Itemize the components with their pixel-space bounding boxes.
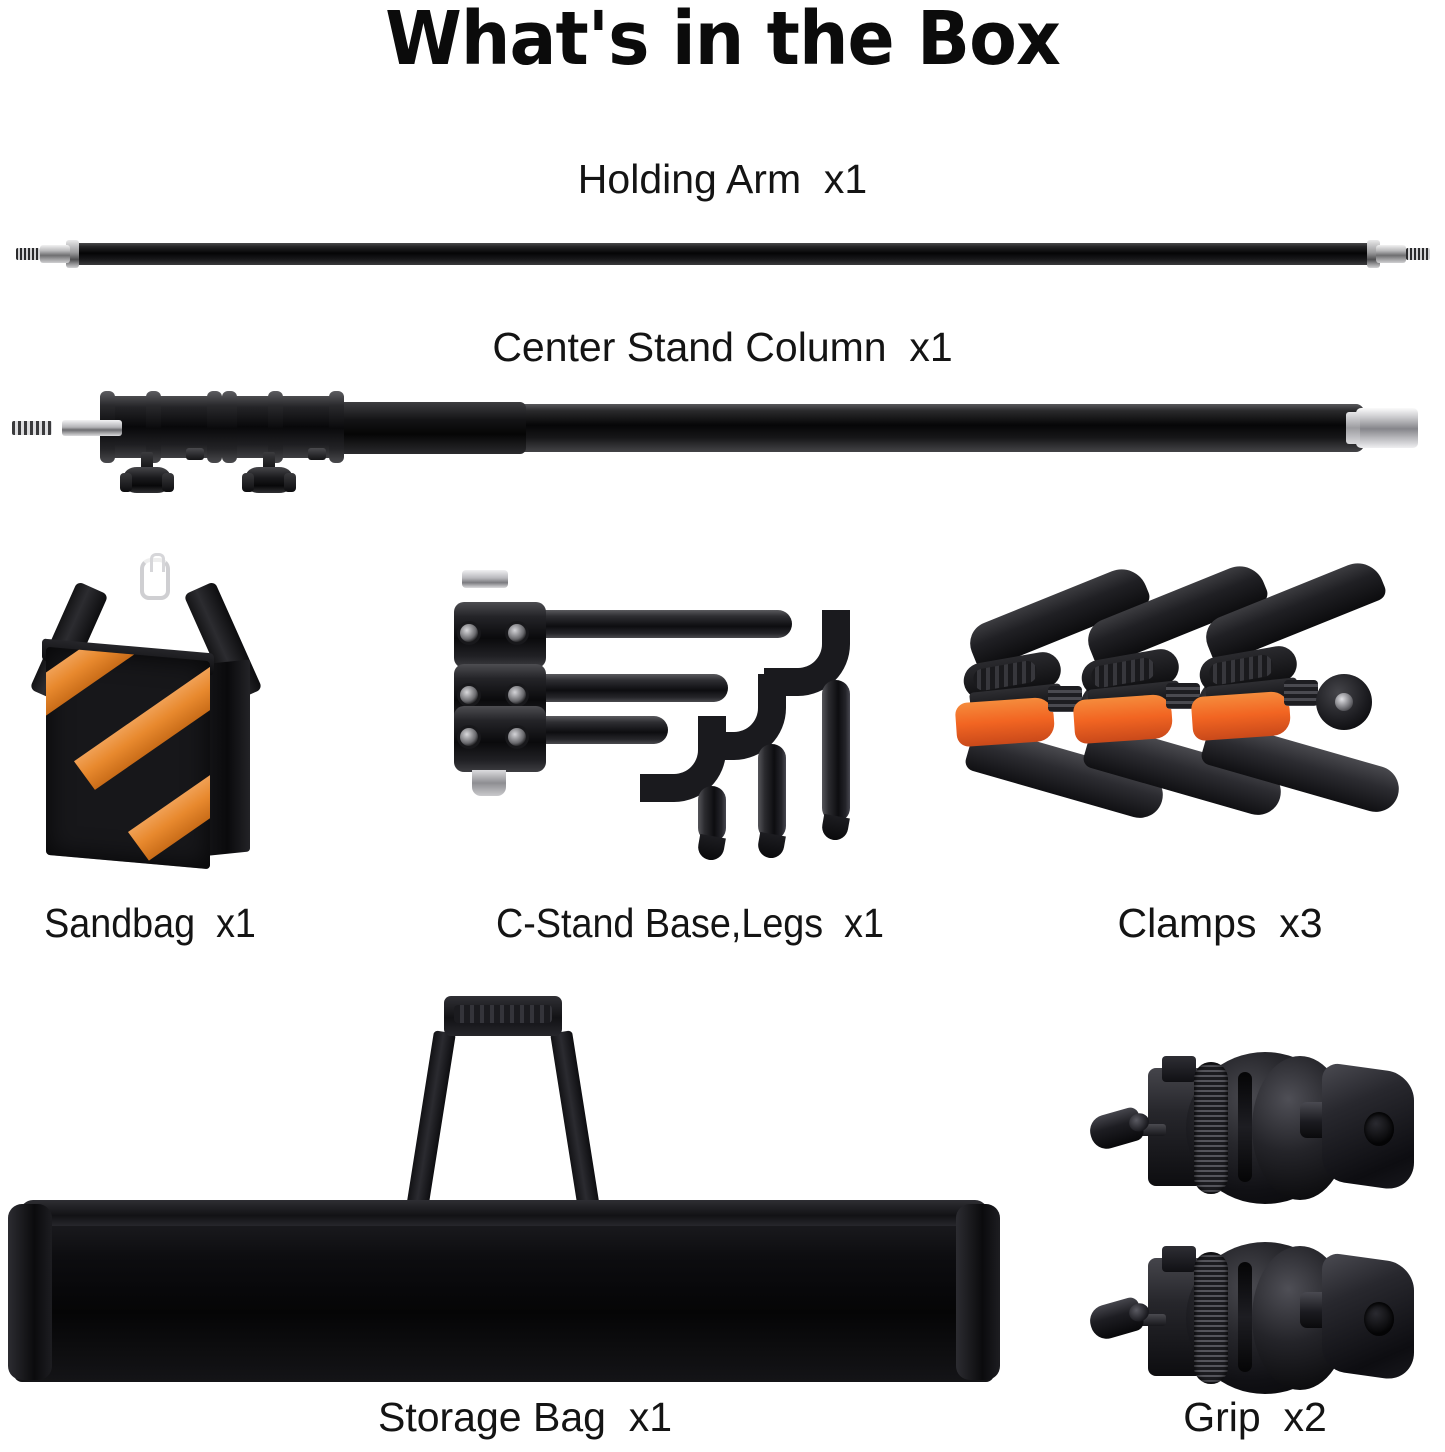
center-stand-column-icon — [6, 391, 1438, 502]
clamp-orange-pad — [954, 696, 1056, 748]
knob-shaft — [263, 452, 275, 470]
storage-bag-label: Storage Bag x1 — [377, 1394, 673, 1440]
grip-socket-top — [1162, 1246, 1196, 1272]
c-stand-hub-1 — [454, 602, 546, 668]
collar-ring — [146, 391, 161, 463]
grip-socket-top — [1162, 1056, 1196, 1082]
sandbag-label: Sandbag x1 — [44, 900, 256, 946]
sandbag-body — [46, 646, 210, 870]
grip-arm-hole — [1364, 1112, 1394, 1146]
collar-ring — [268, 391, 283, 463]
clamp-pivot — [1316, 674, 1372, 730]
column-collar-block-2 — [222, 391, 344, 493]
column-chrome-tip — [1346, 408, 1418, 448]
grip-knurled-ring — [1194, 1062, 1228, 1194]
hub-bolt — [508, 624, 526, 642]
c-stand-hub-3 — [454, 706, 546, 772]
holding-arm-label: Holding Arm x1 — [577, 156, 868, 202]
grip-arm — [1322, 1061, 1414, 1193]
knob-shaft — [141, 452, 153, 470]
collar-ring — [222, 391, 237, 463]
hub-bolt — [460, 686, 478, 704]
column-stem — [62, 420, 122, 436]
holding-arm-icon — [14, 232, 1432, 276]
bag-end-cap-left — [8, 1204, 52, 1380]
grip-head-icon-1 — [1086, 1046, 1416, 1216]
grip-arm — [1322, 1251, 1414, 1383]
bag-end-cap-right — [956, 1204, 1000, 1380]
grip-t-knob — [1086, 1105, 1166, 1154]
hub-bolt — [460, 728, 478, 746]
sandbag-icon — [24, 553, 274, 876]
page-title: What's in the Box — [385, 0, 1061, 82]
column-t-knob-1 — [120, 452, 174, 498]
knob-wing — [1086, 1105, 1146, 1153]
grip-head-icon-2 — [1086, 1236, 1416, 1406]
collar-mini-bolt — [308, 448, 326, 460]
clamp-orange-pad — [1072, 693, 1174, 745]
bag-body — [14, 1208, 994, 1382]
spring-clamp-icon — [954, 555, 1414, 850]
holding-arm-thread-left — [16, 248, 40, 260]
clamp-orange-pad — [1190, 690, 1292, 742]
holding-arm-stud-right — [1376, 245, 1406, 263]
clamps-label: Clamps x3 — [1117, 900, 1323, 946]
spring-clamp-3 — [1190, 555, 1428, 844]
grip-slot — [1238, 1262, 1252, 1372]
center-stand-column-label: Center Stand Column x1 — [492, 324, 953, 370]
holding-arm-stud-left — [40, 245, 70, 263]
collar-mini-bolt — [186, 448, 204, 460]
grip-label: Grip x2 — [1183, 1394, 1327, 1440]
c-stand-base-legs-label: C-Stand Base,Legs x1 — [496, 900, 884, 946]
bag-top-lip — [20, 1200, 988, 1226]
column-t-knob-2 — [242, 452, 296, 498]
holding-arm-tube — [62, 243, 1384, 265]
knob-wing — [1086, 1295, 1146, 1343]
clamp-spring — [1284, 680, 1318, 706]
collar-ring — [329, 391, 344, 463]
column-grip-section — [336, 402, 526, 454]
collar-ring — [207, 391, 222, 463]
grip-slot — [1238, 1072, 1252, 1182]
c-stand-legs-icon — [448, 570, 936, 876]
storage-bag-icon — [8, 996, 1000, 1382]
hub-bolt — [460, 624, 478, 642]
hub-bolt — [508, 686, 526, 704]
c-stand-top-fitting — [462, 570, 508, 588]
knob-wing — [120, 467, 174, 493]
holding-arm-thread-right — [1406, 248, 1430, 260]
grip-knurled-ring — [1194, 1252, 1228, 1384]
c-stand-bottom-fitting — [472, 770, 506, 796]
knob-wing — [242, 467, 296, 493]
grip-arm-hole — [1364, 1302, 1394, 1336]
bag-handle-pad — [444, 996, 562, 1036]
sandbag-carabiner-hook — [140, 553, 170, 600]
hub-bolt — [508, 728, 526, 746]
column-collar-block-1 — [100, 391, 222, 493]
collar-body — [224, 396, 342, 458]
grip-t-knob — [1086, 1295, 1166, 1344]
column-stem-thread — [12, 421, 52, 435]
